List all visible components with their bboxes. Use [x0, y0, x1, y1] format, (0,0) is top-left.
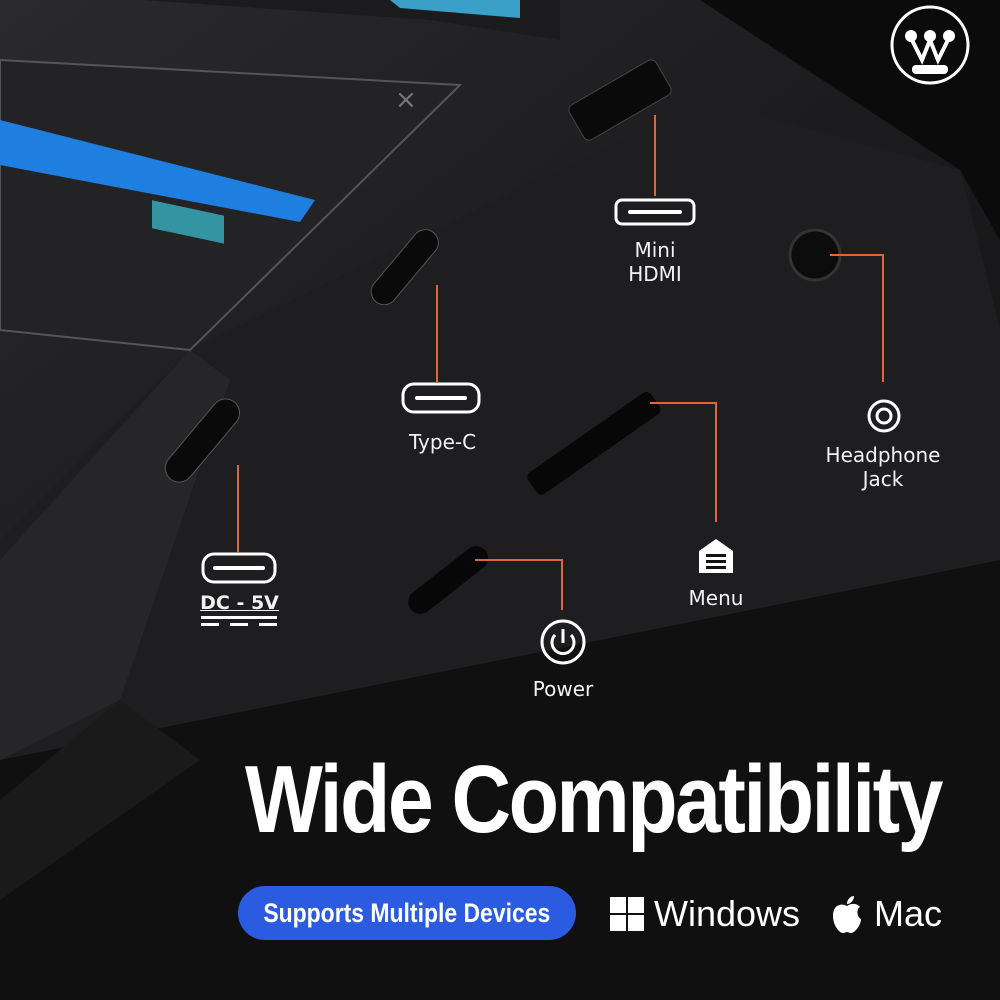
type-c-label: Type-C [408, 430, 477, 454]
headphone-jack-icon [867, 399, 901, 433]
badge-text: Supports Multiple Devices [263, 897, 551, 928]
dc-label: DC - 5V [200, 592, 279, 614]
type-c-icon [401, 382, 481, 414]
dc-port-icon [201, 552, 277, 584]
dc-symbol-icon [201, 616, 277, 626]
leader-lines [237, 115, 884, 610]
svg-text:×: × [395, 85, 417, 115]
westinghouse-logo-icon [890, 5, 970, 85]
windows-compat: Windows [610, 893, 800, 935]
apple-icon [833, 896, 861, 933]
mac-label: Mac [874, 893, 943, 934]
windows-icon [610, 897, 644, 931]
power-icon [540, 619, 586, 665]
menu-icon [699, 539, 733, 573]
mini-hdmi-icon [614, 198, 696, 226]
headline: Wide Compatibility [245, 746, 943, 853]
power-label: Power [532, 677, 594, 701]
mini-hdmi-label-line2: HDMI [628, 262, 682, 286]
mini-hdmi-label-line1: Mini [634, 238, 676, 262]
menu-label: Menu [688, 586, 744, 610]
headphone-label-line1: Headphone [825, 443, 941, 467]
windows-label: Windows [654, 893, 801, 934]
mac-compat: Mac [830, 893, 942, 935]
supports-devices-badge: Supports Multiple Devices [238, 886, 576, 940]
headphone-label-line2: Jack [862, 467, 904, 491]
